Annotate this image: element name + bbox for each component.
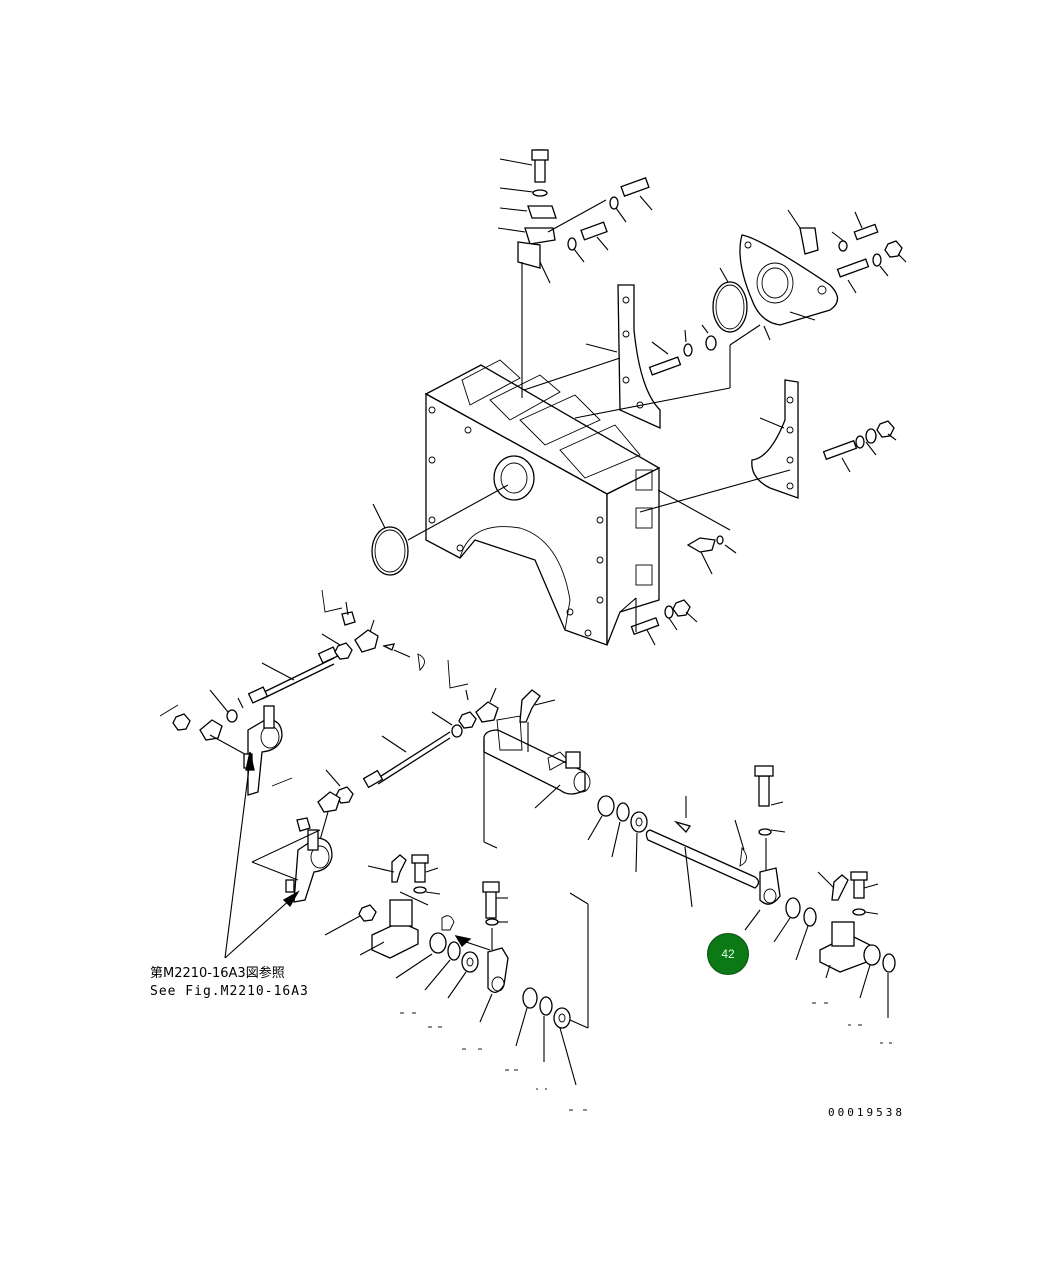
reference-arrows (224, 751, 491, 959)
plug-bolts-lower (619, 597, 698, 646)
gasket-plate-upper (523, 267, 748, 430)
part-callout-badge[interactable]: 42 (707, 933, 749, 975)
elbow-fitting-side (657, 489, 737, 575)
reference-note-japanese: 第M2210-16A3図参照 (150, 966, 285, 981)
central-shaft-bracket (483, 689, 591, 849)
drawing-number: 00019538 (828, 1106, 905, 1119)
part-callout-label: 42 (721, 947, 735, 961)
long-shaft-right (645, 796, 760, 908)
bearing-block-center (324, 854, 455, 959)
main-frame-housing (424, 359, 661, 646)
lever-assembly-lower-center (479, 881, 589, 1029)
flange-plate-upper-right (574, 209, 907, 419)
bearing-block-right (817, 871, 896, 1018)
gasket-plate-right (639, 379, 897, 513)
upper-control-rod (247, 589, 425, 704)
lever-assembly-lower-left (251, 829, 333, 903)
blank-label-dashes (400, 1002, 892, 1111)
lever-assembly-upper-left (159, 689, 283, 796)
reference-note-english: See Fig.M2210-16A3 (150, 984, 309, 999)
bushings-bottom (515, 987, 577, 1086)
lever-assembly-right (744, 765, 817, 961)
bushings-center-right (587, 795, 648, 873)
o-ring-left (371, 484, 509, 576)
top-bracket-assembly (497, 149, 653, 398)
lower-control-rod (271, 659, 499, 841)
bushings-lower-center (395, 932, 479, 999)
